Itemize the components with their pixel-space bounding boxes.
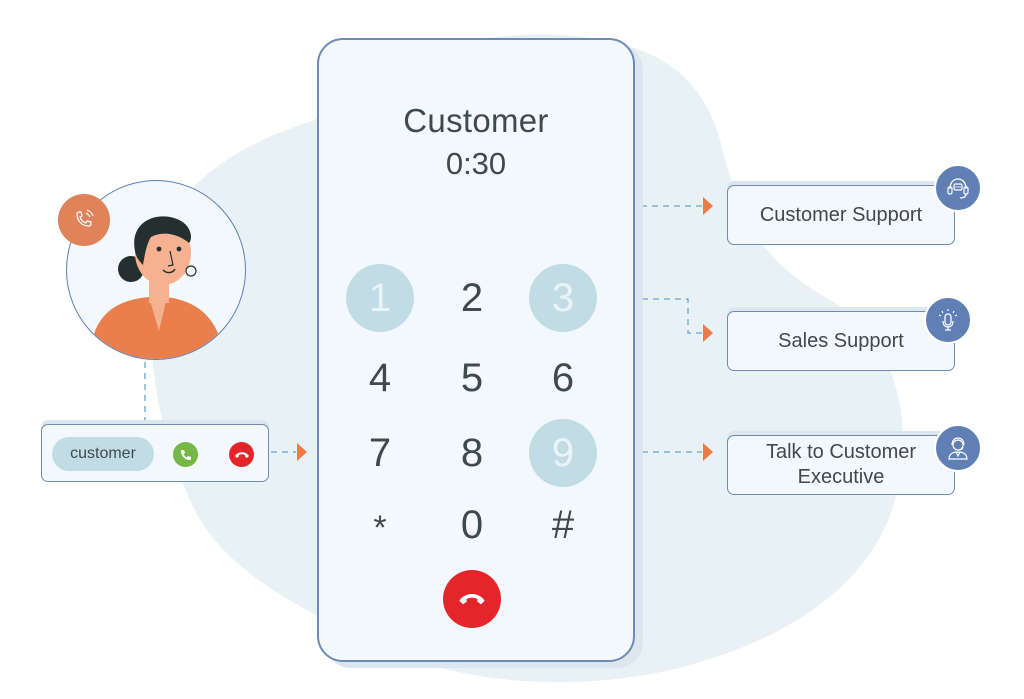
reject-call-button[interactable]	[229, 442, 254, 467]
key-3[interactable]: 3	[529, 264, 597, 332]
option-customer-support[interactable]: Customer Support	[727, 185, 955, 245]
incoming-call-card: customer	[41, 424, 269, 482]
key-7[interactable]: 7	[368, 430, 392, 475]
phone-hangup-icon	[234, 451, 249, 458]
key-1[interactable]: 1	[346, 264, 414, 332]
phone-ringing-icon	[76, 209, 94, 227]
phone-hangup-icon	[459, 594, 485, 605]
microphone-icon	[938, 309, 958, 331]
headset-chat-icon	[947, 178, 969, 199]
option-label: Sales Support	[778, 329, 904, 352]
headset-chat-badge	[934, 164, 982, 212]
option-talk-to-executive[interactable]: Talk to Customer Executive	[727, 435, 955, 495]
option-label: Talk to Customer Executive	[765, 441, 917, 488]
key-9[interactable]: 9	[529, 419, 597, 487]
caller-label: customer	[52, 437, 154, 471]
option-sales-support[interactable]: Sales Support	[727, 311, 955, 371]
agent-headset-badge	[934, 424, 982, 472]
key-star[interactable]: *	[373, 508, 387, 547]
woman-avatar-icon	[87, 216, 227, 359]
key-4[interactable]: 4	[368, 355, 392, 400]
key-8[interactable]: 8	[460, 430, 484, 475]
end-call-button[interactable]	[443, 570, 501, 628]
key-2[interactable]: 2	[460, 275, 484, 320]
microphone-badge	[924, 296, 972, 344]
phone-dialer: Customer 0:30 1 2 3 4 5 6 7 8 9 * 0 #	[317, 38, 635, 662]
key-5[interactable]: 5	[460, 355, 484, 400]
option-label: Customer Support	[759, 203, 923, 226]
key-6[interactable]: 6	[551, 355, 575, 400]
agent-headset-icon	[948, 437, 968, 460]
accept-call-button[interactable]	[173, 442, 198, 467]
caller-name: Customer	[403, 102, 549, 139]
key-hash[interactable]: #	[551, 502, 575, 547]
caller-avatar	[66, 180, 246, 360]
phone-ringing-badge	[58, 194, 110, 246]
call-timer: 0:30	[445, 146, 507, 181]
key-0[interactable]: 0	[460, 502, 484, 547]
phone-accept-icon	[180, 449, 191, 460]
